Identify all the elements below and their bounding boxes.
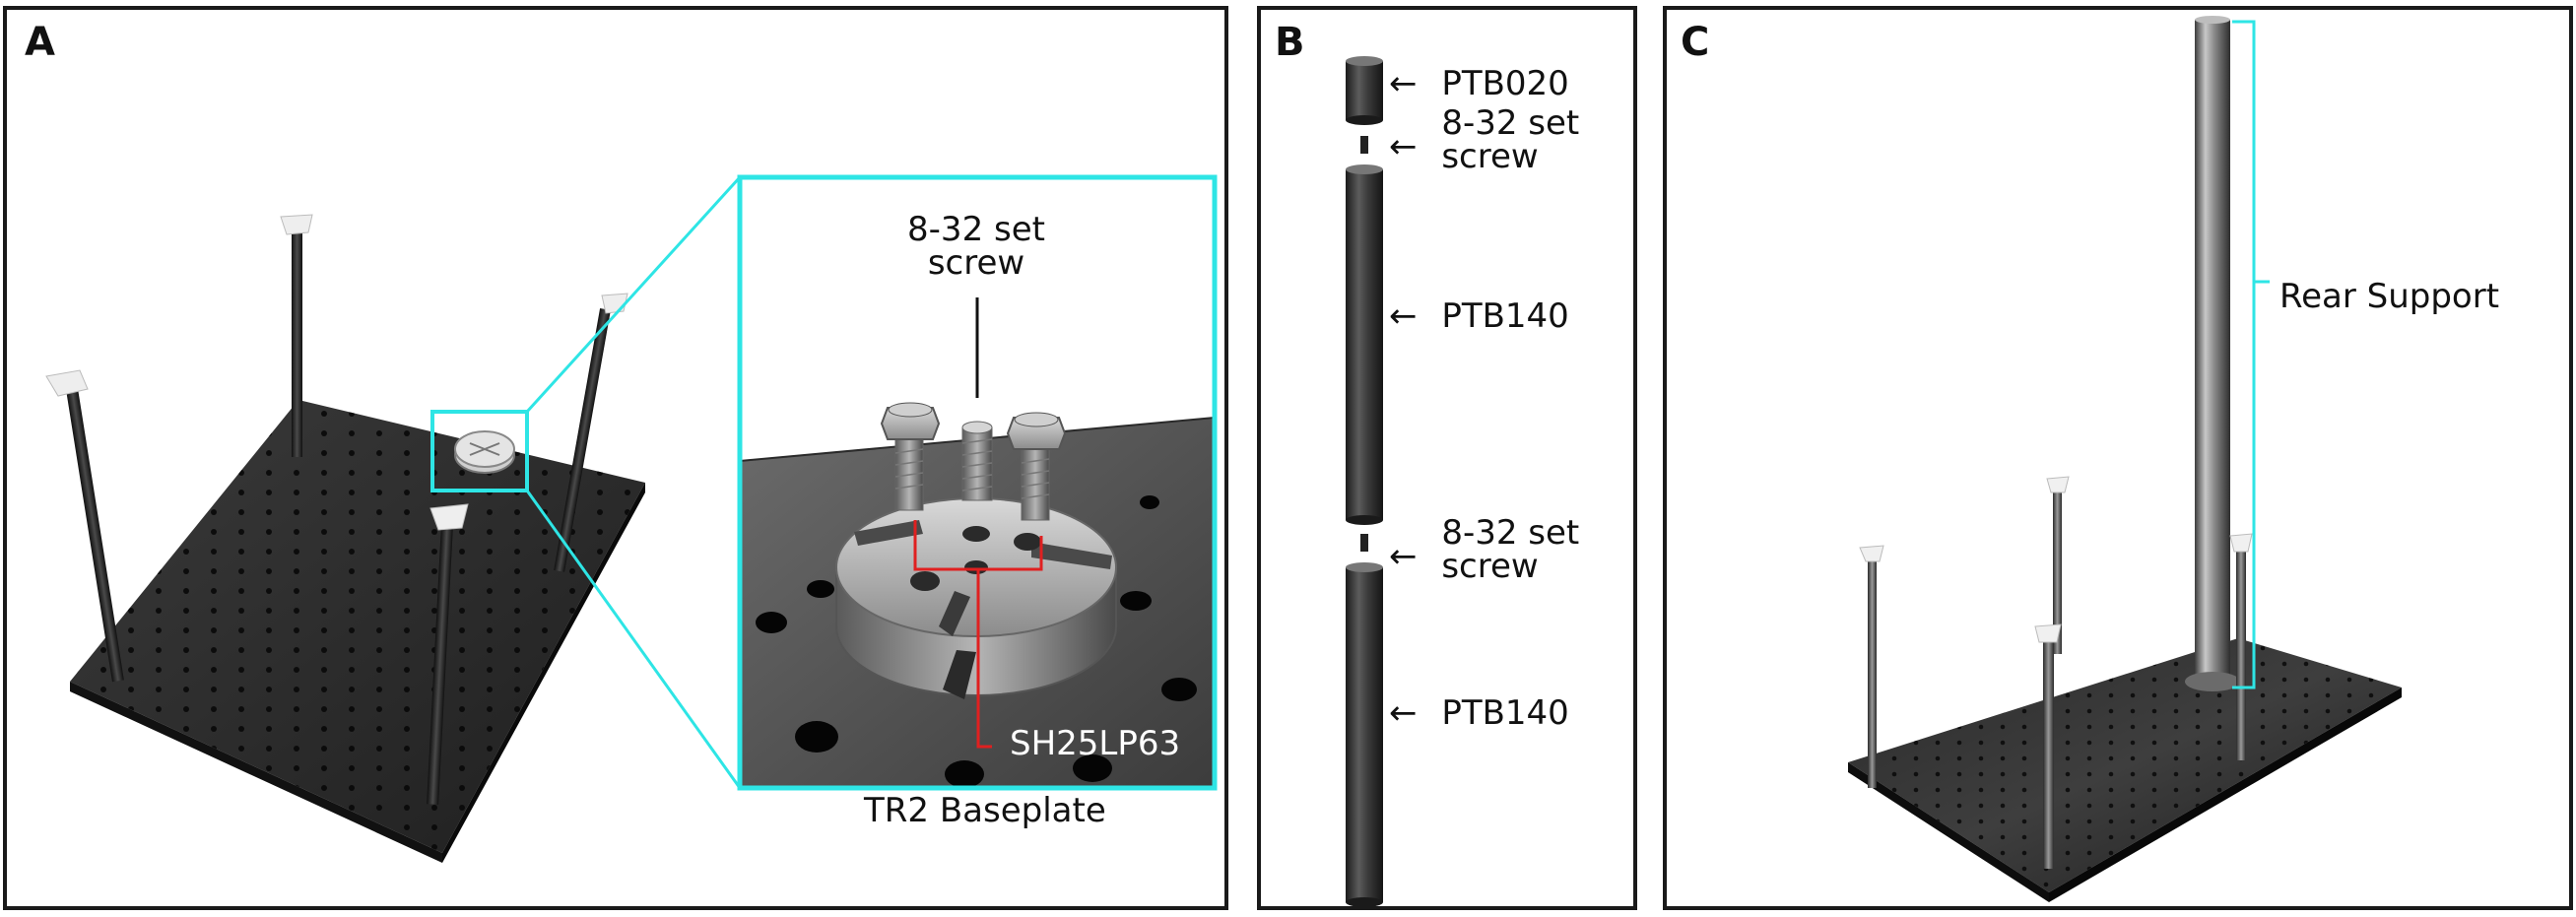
label-ptb020-text: PTB020 xyxy=(1441,64,1569,103)
label-ptb140-top: ← PTB140 xyxy=(1389,299,1569,333)
post-c-right xyxy=(2229,533,2253,760)
set-screw-top xyxy=(1360,136,1368,154)
cap-screw-left xyxy=(880,402,941,511)
label-set-screw-middle: ← 8-32 set screw xyxy=(1389,516,1579,586)
post-c-left xyxy=(1859,545,1884,788)
breadboard-plate xyxy=(70,400,645,863)
sh25lp63-label: SH25LP63 xyxy=(1010,724,1181,763)
baseplate-small xyxy=(454,430,515,474)
post-front xyxy=(427,503,469,805)
zoom-inset-frame xyxy=(737,174,1218,791)
arrow-left-icon: ← xyxy=(1389,64,1418,103)
set-screw-center xyxy=(961,421,993,501)
post-back xyxy=(280,214,313,457)
label-set-screw-top-line2: screw xyxy=(1441,137,1539,176)
zoom-inset xyxy=(739,177,1216,788)
post-c-back xyxy=(2046,476,2070,654)
arrow-left-icon: ← xyxy=(1389,693,1418,733)
connector-line-bottom xyxy=(525,490,742,789)
label-ptb020: ← PTB020 xyxy=(1389,67,1569,100)
label-ptb140-bottom: ← PTB140 xyxy=(1389,696,1569,730)
label-ptb140-bottom-text: PTB140 xyxy=(1441,693,1569,733)
set-screw-callout-line2: screw xyxy=(927,243,1025,283)
panel-a-illustration xyxy=(45,174,1218,863)
arrow-left-icon: ← xyxy=(1389,296,1418,336)
rear-support-rod xyxy=(2185,16,2240,691)
panel-a-label: A xyxy=(25,20,55,65)
panel-c: C xyxy=(1663,6,2573,910)
connector-line-top xyxy=(525,175,742,414)
panel-b: B ← PTB020 xyxy=(1257,6,1637,910)
label-set-screw-top-line1: 8-32 set xyxy=(1441,103,1580,143)
breadboard-plate-c xyxy=(1848,638,2402,902)
label-set-screw-top: ← 8-32 set screw xyxy=(1389,106,1579,176)
panel-a-caption: TR2 Baseplate xyxy=(864,791,1106,830)
post-stack-illustration xyxy=(1346,56,1383,906)
panel-a: A xyxy=(3,6,1228,910)
label-set-screw-middle-line1: 8-32 set xyxy=(1441,513,1580,553)
label-set-screw-middle-line2: screw xyxy=(1441,547,1539,586)
arrow-left-icon: ← xyxy=(1389,127,1418,166)
highlight-box-small xyxy=(430,410,529,492)
panel-c-illustration xyxy=(1848,16,2402,902)
set-screw-callout-line1: 8-32 set xyxy=(907,210,1045,249)
sh25lp63-leader xyxy=(913,520,1043,749)
rear-support-label: Rear Support xyxy=(2279,277,2500,316)
ptb140-rod-bottom xyxy=(1346,562,1383,906)
rear-support-bracket xyxy=(2232,20,2256,689)
ptb140-rod-top xyxy=(1346,164,1383,525)
cap-screw-right xyxy=(1006,412,1067,521)
label-ptb140-top-text: PTB140 xyxy=(1441,296,1569,336)
set-screw-middle xyxy=(1360,534,1368,552)
ptb020-rod xyxy=(1346,56,1383,125)
panel-b-label: B xyxy=(1275,20,1305,65)
arrow-left-icon: ← xyxy=(1389,537,1418,576)
post-c-front xyxy=(2034,623,2062,869)
set-screw-callout: 8-32 set screw xyxy=(878,213,1075,280)
panel-c-label: C xyxy=(1681,20,1710,65)
post-left xyxy=(45,369,124,683)
